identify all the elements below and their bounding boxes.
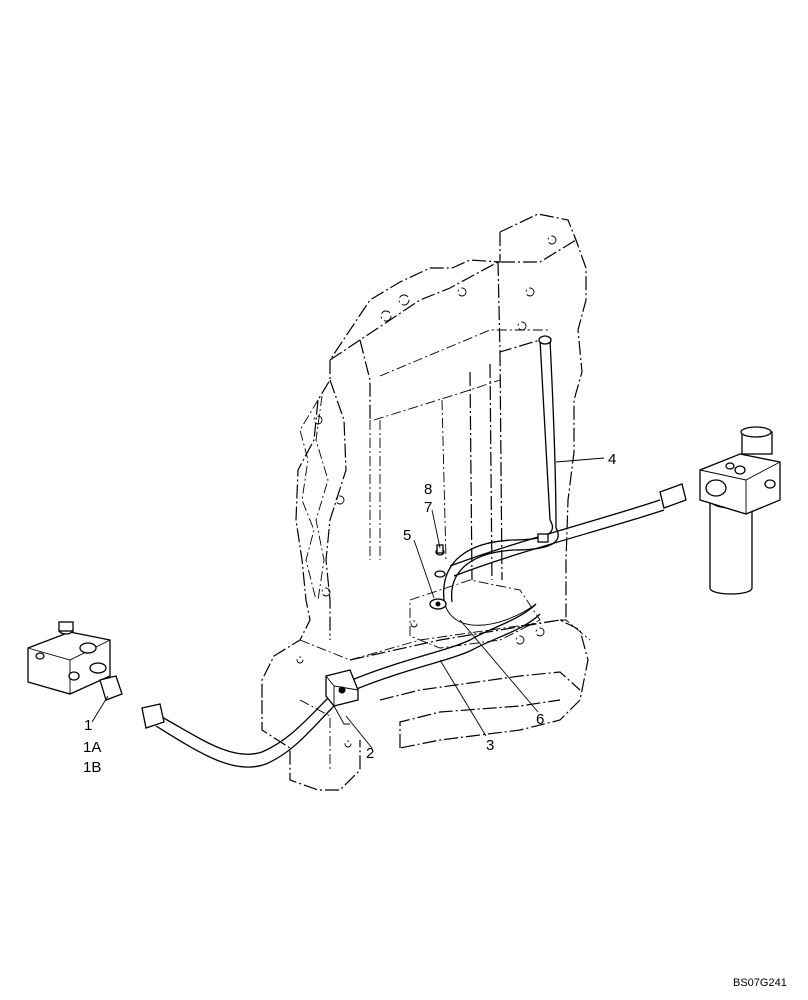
callout-leaders	[91, 457, 605, 749]
fitting-stack-items-5-7-8	[429, 544, 447, 610]
hose-item-6-loop	[443, 519, 559, 626]
figure-code: BS07G241	[733, 977, 787, 989]
callout-7: 7	[424, 499, 432, 516]
chassis-frame-phantom	[261, 213, 591, 791]
callout-1a: 1A	[83, 739, 101, 756]
callout-5: 5	[403, 527, 411, 544]
filter-assembly	[699, 426, 781, 595]
hose-item-4-vertical	[538, 335, 557, 529]
control-valve-item-1	[27, 621, 165, 729]
callout-2: 2	[366, 745, 374, 762]
hose-item-3	[351, 603, 541, 691]
callout-4: 4	[608, 451, 616, 468]
callout-labels: 1 1A 1B 2 3 4 5 6 7 8 BS07G241	[83, 451, 787, 989]
hose-item-1-lower	[155, 693, 337, 768]
callout-8: 8	[424, 481, 432, 498]
callout-1b: 1B	[83, 759, 101, 776]
hose-to-filter	[449, 483, 687, 577]
callout-1: 1	[84, 717, 92, 734]
hose-clip	[537, 533, 549, 543]
callout-3: 3	[486, 737, 494, 754]
callout-6: 6	[536, 711, 544, 728]
clamp-bracket-item-2	[325, 669, 359, 725]
